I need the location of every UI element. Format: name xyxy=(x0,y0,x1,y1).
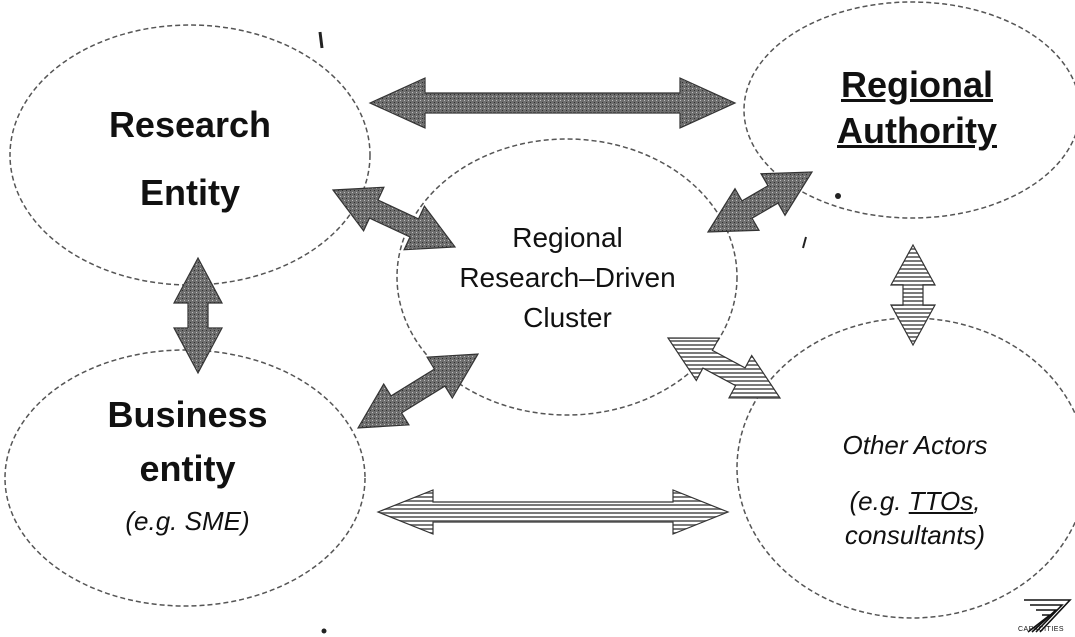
capacities-logo-icon xyxy=(1024,599,1072,633)
other-actors-line2: (e.g. TTOs, xyxy=(790,484,1040,518)
research-entity-line1: Research xyxy=(108,104,272,145)
scan-dot xyxy=(321,628,327,634)
research-entity-label: Research Entity xyxy=(90,95,290,223)
business-cluster-arrow xyxy=(356,353,480,429)
cluster-line2: Research–Driven xyxy=(459,262,676,293)
other-actors-line3: consultants) xyxy=(844,520,986,550)
research-business-arrow xyxy=(173,256,223,375)
business-other-arrow xyxy=(376,489,730,535)
regional-authority-ellipse xyxy=(743,1,1075,219)
ttos-text: TTOs xyxy=(908,486,974,516)
business-entity-note: (e.g. SME) xyxy=(125,506,250,536)
regional-authority-line1: Regional xyxy=(840,64,993,105)
cluster-authority-arrow xyxy=(706,171,814,233)
business-entity-line2: entity xyxy=(139,448,236,489)
business-entity-label: Business entity (e.g. SME) xyxy=(75,388,300,538)
business-entity-ellipse xyxy=(4,349,366,607)
cluster-label: Regional Research–Driven Cluster xyxy=(415,218,720,338)
cluster-line3: Cluster xyxy=(523,302,612,333)
cluster-other-arrow xyxy=(666,337,782,399)
regional-authority-label: Regional Authority xyxy=(822,62,1012,154)
logo-caption: CAPACITIES xyxy=(1018,626,1065,633)
scan-mark xyxy=(318,31,324,49)
research-entity-line2: Entity xyxy=(139,172,240,213)
research-authority-arrow xyxy=(368,77,737,129)
other-actors-suffix: , xyxy=(973,486,981,516)
scan-mark xyxy=(802,236,807,249)
scan-dot xyxy=(835,193,841,199)
other-actors-prefix: (e.g. xyxy=(849,486,909,516)
regional-authority-line2: Authority xyxy=(837,110,997,151)
authority-other-arrow xyxy=(889,243,937,347)
cluster-ellipse xyxy=(396,138,738,416)
other-actors-line1: Other Actors xyxy=(842,430,988,460)
other-actors-label: Other Actors (e.g. TTOs, consultants) xyxy=(790,428,1040,552)
cluster-line1: Regional xyxy=(512,222,623,253)
research-cluster-arrow xyxy=(331,186,457,251)
business-entity-line1: Business xyxy=(107,394,268,435)
